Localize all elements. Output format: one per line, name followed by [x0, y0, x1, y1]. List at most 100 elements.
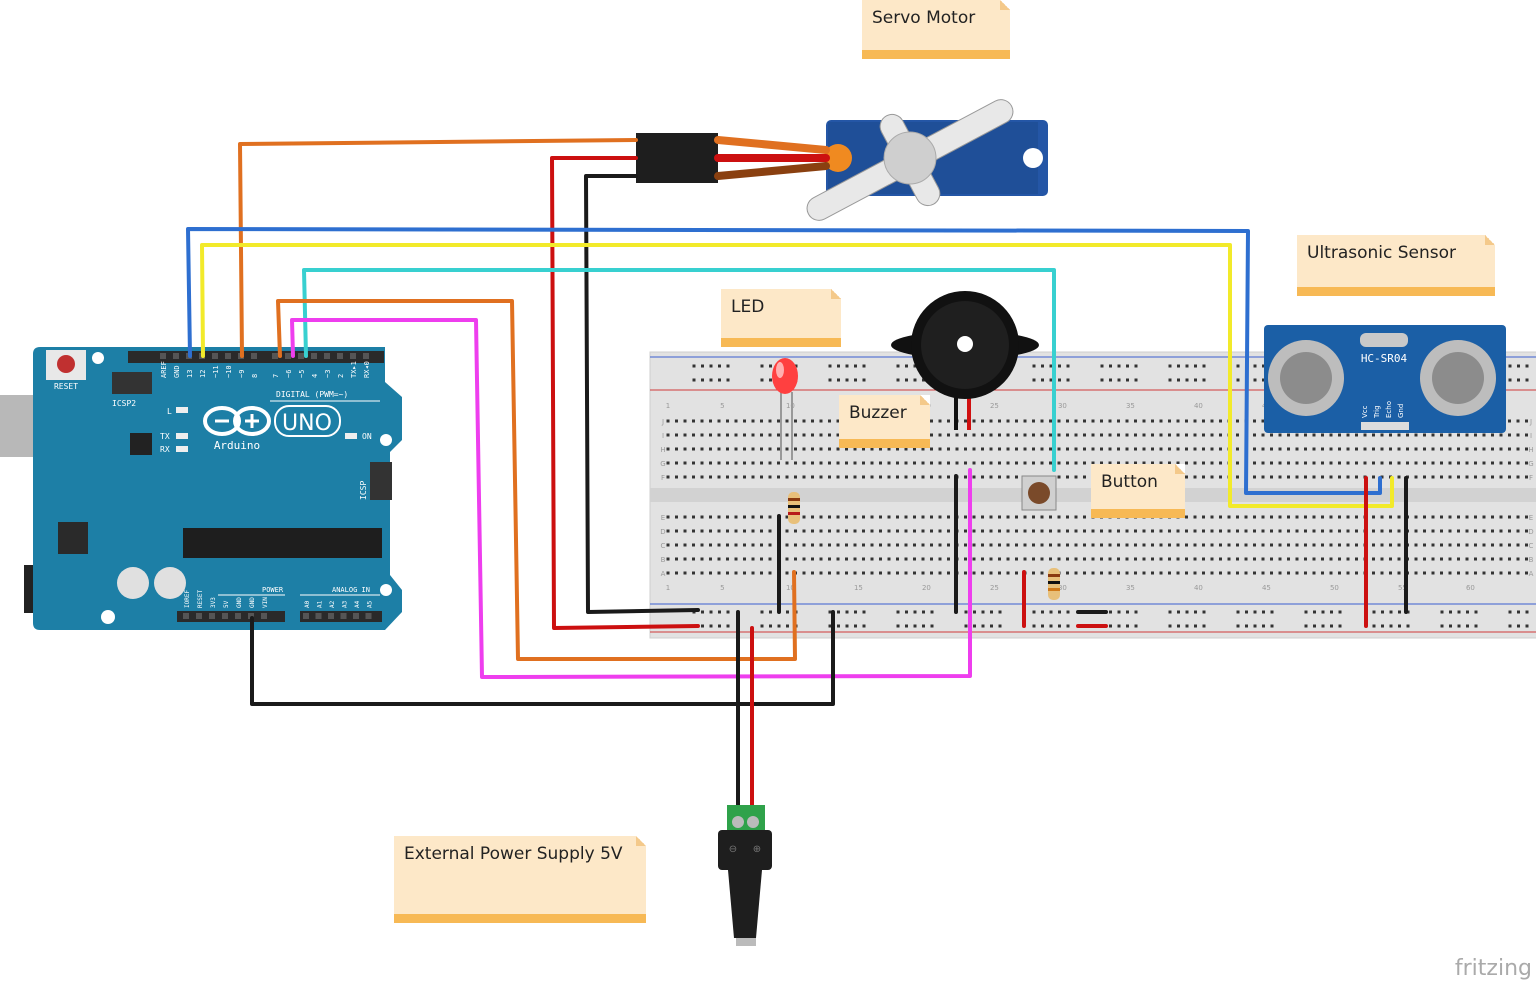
breadboard-hole — [1219, 433, 1222, 437]
breadboard-hole — [1397, 461, 1401, 465]
breadboard-hole — [972, 557, 976, 561]
breadboard-hole — [1126, 378, 1129, 382]
breadboard-hole — [1397, 447, 1401, 451]
breadboard-hole — [1457, 461, 1460, 465]
breadboard-hole — [692, 529, 695, 533]
breadboard-hole — [964, 447, 967, 451]
breadboard-hole — [1151, 419, 1154, 423]
breadboard-hole — [751, 433, 755, 437]
breadboard-hole — [1295, 447, 1299, 451]
breadboard-hole — [1108, 529, 1112, 533]
breadboard-hole — [1083, 475, 1086, 479]
breadboard-hole — [1091, 433, 1095, 437]
breadboard-hole — [845, 461, 848, 465]
breadboard-hole — [777, 447, 780, 451]
breadboard-hole — [1321, 543, 1324, 547]
breadboard-hole — [854, 610, 857, 614]
breadboard-hole — [1482, 543, 1486, 547]
breadboard-hole — [828, 529, 831, 533]
breadboard-hole — [1397, 557, 1401, 561]
breadboard-hole — [1083, 461, 1086, 465]
breadboard-hole — [1295, 433, 1299, 437]
breadboard-hole — [666, 475, 670, 479]
breadboard-hole — [1219, 447, 1222, 451]
breadboard-hole — [1176, 447, 1180, 451]
breadboard-hole — [1202, 419, 1205, 423]
breadboard-hole — [1253, 610, 1257, 614]
breadboard-hole — [1499, 571, 1503, 575]
breadboard-hole — [1491, 475, 1494, 479]
breadboard-hole — [1431, 543, 1435, 547]
breadboard-hole — [887, 447, 891, 451]
breadboard-hole — [1125, 529, 1129, 533]
breadboard-hole — [1185, 529, 1188, 533]
breadboard-hole — [836, 571, 840, 575]
header-pin — [337, 353, 343, 359]
pin-label: IOREF — [184, 590, 191, 608]
breadboard-hole — [1525, 610, 1529, 614]
breadboard-hole — [1049, 419, 1052, 423]
breadboard-hole — [1151, 461, 1154, 465]
breadboard-hole — [845, 624, 849, 628]
breadboard-hole — [938, 419, 942, 423]
breadboard-hole — [1261, 543, 1265, 547]
breadboard-hole — [1312, 475, 1316, 479]
breadboard-hole — [760, 419, 763, 423]
breadboard-hole — [701, 624, 704, 628]
breadboard-hole — [666, 571, 670, 575]
breadboard-hole — [1142, 529, 1146, 533]
breadboard-hole — [717, 557, 721, 561]
row-letter: C — [661, 542, 666, 550]
reset-button[interactable] — [57, 355, 75, 373]
breadboard-hole — [870, 475, 874, 479]
column-number: 55 — [1398, 584, 1407, 592]
breadboard-hole — [1117, 624, 1121, 628]
breadboard-hole — [1244, 557, 1248, 561]
pin-label: A4 — [354, 600, 361, 608]
breadboard-hole — [1185, 571, 1188, 575]
row-letter: A — [661, 570, 666, 578]
breadboard-hole — [734, 475, 738, 479]
resistor-led — [788, 492, 800, 524]
breadboard-hole — [1295, 571, 1299, 575]
breadboard-hole — [930, 475, 933, 479]
breadboard-hole — [1202, 571, 1205, 575]
breadboard-hole — [709, 475, 712, 479]
breadboard-hole — [1040, 557, 1044, 561]
breadboard-hole — [896, 610, 900, 614]
breadboard-hole — [904, 529, 908, 533]
breadboard-hole — [1126, 624, 1129, 628]
breadboard-hole — [1457, 433, 1460, 437]
breadboard-hole — [1312, 447, 1316, 451]
breadboard-hole — [1057, 529, 1061, 533]
breadboard-hole — [845, 515, 848, 519]
svg-text:Trig: Trig — [1373, 405, 1381, 419]
breadboard-hole — [1244, 571, 1248, 575]
breadboard-hole — [1338, 571, 1341, 575]
pin-label: VIN — [262, 597, 269, 608]
breadboard-hole — [1525, 529, 1528, 533]
breadboard-hole — [1066, 543, 1069, 547]
breadboard-hole — [743, 433, 746, 437]
breadboard-hole — [1227, 571, 1231, 575]
header-pin — [303, 613, 309, 619]
breadboard-hole — [1525, 515, 1528, 519]
breadboard-hole — [1006, 557, 1010, 561]
breadboard-hole — [1338, 475, 1341, 479]
breadboard-hole — [1389, 543, 1392, 547]
breadboard-hole — [1091, 447, 1095, 451]
breadboard-hole — [819, 433, 823, 437]
breadboard-hole — [1015, 461, 1018, 465]
breadboard-hole — [1406, 447, 1409, 451]
breadboard-hole — [1057, 475, 1061, 479]
breadboard-hole — [836, 461, 840, 465]
breadboard-hole — [905, 378, 908, 382]
breadboard-hole — [683, 475, 687, 479]
breadboard-hole — [1202, 515, 1205, 519]
breadboard-hole — [1032, 419, 1035, 423]
breadboard-hole — [1338, 624, 1342, 628]
breadboard-hole — [989, 557, 993, 561]
breadboard-hole — [1015, 515, 1018, 519]
breadboard-hole — [1499, 557, 1503, 561]
